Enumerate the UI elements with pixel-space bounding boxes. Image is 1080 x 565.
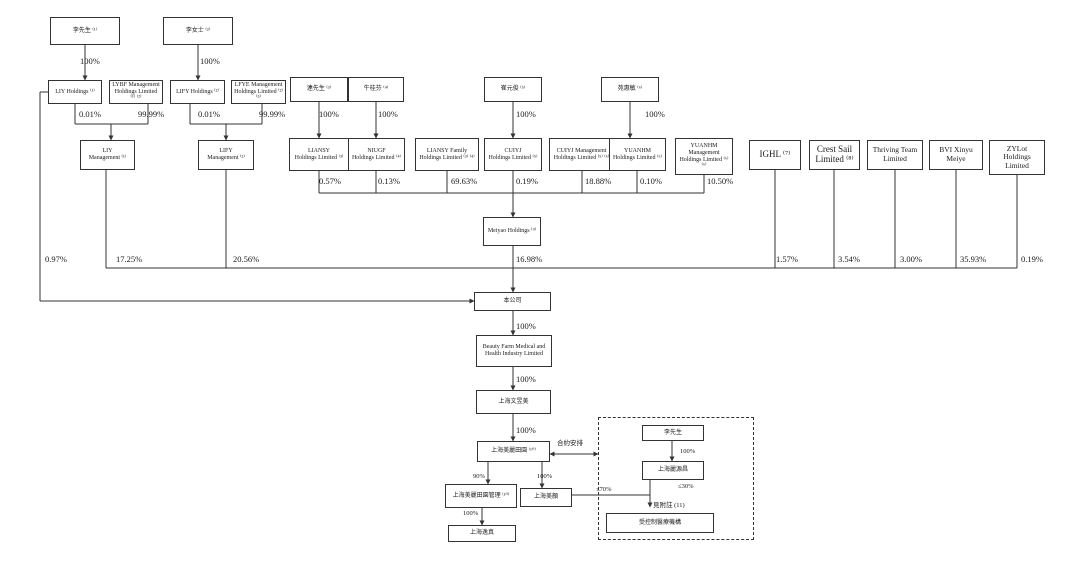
pct-label: 100% — [80, 56, 100, 66]
lfye-management-box: LFYE Management Holdings Limited ⁽²⁾ ⁽³⁾ — [231, 80, 286, 104]
pct-label: 3.00% — [900, 254, 922, 264]
crest-sail-box: Crest Sail Limited ⁽⁸⁾ — [809, 140, 860, 170]
shanghai-wenmeimei-box: 上海文昱美 — [476, 390, 551, 414]
contractual-arrangement-region — [598, 417, 754, 540]
pct-label: 100% — [645, 109, 665, 119]
pct-label: 69.63% — [451, 176, 478, 186]
pct-label: 90% — [473, 473, 485, 480]
pct-label: 0.97% — [45, 254, 67, 264]
niu-guifen-box: 牛桂芬 ⁽⁴⁾ — [348, 77, 404, 102]
shanghai-meiliyuan-box: 上海美麗田園 ⁽¹⁰⁾ — [477, 441, 550, 462]
meiyao-holdings-box: Meiyao Holdings ⁽⁹⁾ — [483, 217, 541, 246]
liy-management-box: LIY Management ⁽¹⁾ — [80, 140, 135, 170]
cuiyj-management-box: CUIYJ Management Holdings Limited ⁽⁵⁾ ⁽⁶… — [549, 138, 614, 171]
ms-li-box: 李女士 ⁽²⁾ — [163, 17, 233, 45]
bvi-xinyu-meiye-box: BVI Xinyu Meiye — [929, 140, 983, 170]
pct-label: 0.01% — [198, 109, 220, 119]
pct-label: 20.56% — [233, 254, 260, 264]
lybf-management-box: LYBF Management Holdings Limited ⁽¹⁾ ⁽²⁾ — [109, 80, 163, 104]
shanghai-yiyi-box: 上海逸真 — [448, 525, 516, 542]
pct-label: 0.13% — [378, 176, 400, 186]
pct-label: 100% — [463, 510, 479, 517]
liansy-holdings-box: LIANSY Holdings Limited ⁽³⁾ — [289, 138, 349, 171]
lify-holdings-box: LIFY Holdings ⁽²⁾ — [170, 80, 225, 104]
pct-label: 0.19% — [1021, 254, 1043, 264]
pct-label: 0.01% — [79, 109, 101, 119]
shanghai-liyuan-box: 上海麗源昌 — [642, 461, 704, 480]
company-box: 本公司 — [474, 292, 551, 311]
mr-li-2-box: 李先生 — [642, 425, 704, 441]
pct-label: 100% — [378, 109, 398, 119]
liy-holdings-box: LIY Holdings ⁽¹⁾ — [48, 80, 102, 104]
pct-label: 99.99% — [138, 109, 165, 119]
thriving-team-box: Thriving Team Limited — [867, 140, 923, 170]
mr-lian-box: 連先生 ⁽³⁾ — [290, 77, 348, 102]
zylot-holdings-box: ZYLot Holdings Limited — [989, 140, 1045, 175]
pct-label: 10.50% — [707, 176, 734, 186]
contract-arrangement-label: 合約安排 — [557, 440, 583, 447]
beauty-farm-box: Beauty Farm Medical and Health Industry … — [476, 335, 552, 367]
shanghai-meiyan-box: 上海美顏 — [520, 488, 572, 507]
pct-label: 16.98% — [516, 254, 543, 264]
yuanhm-management-box: YUANHM Management Holdings Limited ⁽⁶⁾ ⁽… — [675, 138, 733, 175]
pct-label: 100% — [200, 56, 220, 66]
pct-label: 3.54% — [838, 254, 860, 264]
controlled-institution-box: 受控制醫療機構 — [606, 513, 714, 533]
cui-yuanjun-box: 崔元俊 ⁽⁵⁾ — [484, 77, 542, 102]
pct-label: ≤30% — [678, 483, 694, 490]
yuanhm-holdings-box: YUANHM Holdings Limited ⁽⁶⁾ — [609, 138, 666, 171]
liansy-family-holdings-box: LIANSY Family Holdings Limited ⁽³⁾ ⁽⁴⁾ — [415, 138, 479, 171]
pct-label: 17.25% — [116, 254, 143, 264]
pct-label: 1.57% — [776, 254, 798, 264]
pct-label: 100% — [516, 425, 536, 435]
ighl-box: IGHL ⁽⁷⁾ — [749, 140, 801, 170]
mr-li-box: 李先生 ⁽¹⁾ — [50, 17, 120, 45]
pct-label: 100% — [680, 448, 696, 455]
pct-label: 100% — [516, 109, 536, 119]
pct-label: 18.88% — [585, 176, 612, 186]
pct-label: 99.99% — [259, 109, 286, 119]
pct-label: 100% — [537, 473, 553, 480]
lify-management-box: LIFY Management ⁽²⁾ — [198, 140, 254, 170]
pct-label: ≤70% — [596, 486, 612, 493]
cuiyj-holdings-box: CUIYJ Holdings Limited ⁽⁵⁾ — [484, 138, 542, 171]
niugf-holdings-box: NIUGF Holdings Limited ⁽⁴⁾ — [348, 138, 405, 171]
pct-label: 35.93% — [960, 254, 987, 264]
pct-label: 0.19% — [516, 176, 538, 186]
pct-label: 0.10% — [640, 176, 662, 186]
shanghai-meiliyuan-mgmt-box: 上海美麗田園管理 ⁽¹⁰⁾ — [445, 484, 517, 508]
pct-label: 100% — [319, 109, 339, 119]
pct-label: 100% — [516, 374, 536, 384]
pct-label: 100% — [516, 321, 536, 331]
yuan-huimin-box: 苑惠敏 ⁽⁶⁾ — [601, 77, 659, 102]
pct-label: 0.57% — [319, 176, 341, 186]
see-note-label: 見附註 (11) — [653, 502, 685, 509]
